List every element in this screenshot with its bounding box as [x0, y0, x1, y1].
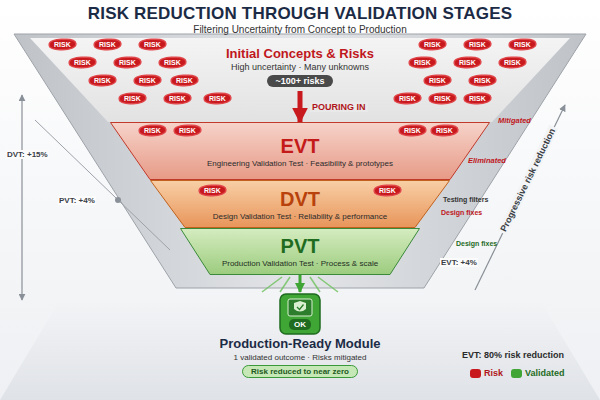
- risk-badge: RISK: [70, 58, 95, 67]
- node-text: Engineering Validation Test · Feasibilit…: [207, 159, 393, 168]
- risk-badge: RISK: [165, 94, 190, 103]
- flow-arrow: [298, 91, 303, 122]
- node-heading: DVT: [280, 188, 320, 210]
- output-module: Production-Ready Module 1 validated outco…: [190, 292, 410, 382]
- stage-band: DVT Design Validation Test · Reliability …: [150, 180, 450, 228]
- risk-badge: RISK: [160, 58, 185, 67]
- risk-badge: RISK: [172, 76, 197, 85]
- risk-badge: RISK: [400, 126, 425, 135]
- status-note: Mitigated: [498, 116, 531, 125]
- risk-badge: RISK: [90, 76, 115, 85]
- risk-badge: RISK: [395, 94, 420, 103]
- subtitle: Filtering Uncertainty from Concept to Pr…: [193, 24, 406, 35]
- risk-badge: RISK: [375, 186, 400, 195]
- intake-zone: Initial Concepts & RisksHigh uncertainty…: [195, 41, 405, 91]
- stage-delta: EVT: +4%: [440, 258, 478, 267]
- risk-badge: RISK: [135, 76, 160, 85]
- risk-badge: RISK: [465, 40, 490, 49]
- process-note: Design fixes: [456, 240, 497, 247]
- node-text: Production Validation Test · Process & s…: [222, 259, 378, 268]
- flow-arrow: [299, 275, 302, 292]
- risk-badge: RISK: [120, 94, 145, 103]
- risk-badge: RISK: [115, 58, 140, 67]
- edge-label: POURING IN: [310, 102, 368, 112]
- risk-badge: RISK: [425, 76, 450, 85]
- left-scale-line: [21, 95, 22, 300]
- floor: [0, 300, 600, 400]
- risk-badge: RISK: [510, 40, 535, 49]
- funnel-mouth: [30, 38, 570, 122]
- risk-badge: RISK: [200, 186, 225, 195]
- node-heading: Production-Ready Module: [219, 336, 380, 351]
- process-note: Design fixes: [441, 209, 482, 216]
- risk-badge: RISK: [50, 40, 75, 49]
- risk-badge: RISK: [465, 94, 490, 103]
- node-text: ~100+ risks: [267, 75, 332, 87]
- module-icon: [280, 294, 320, 334]
- node-text: 1 validated outcome · Risks mitigated: [234, 353, 367, 362]
- funnel-rim: [14, 34, 586, 288]
- legend-swatch: [470, 369, 481, 378]
- diagram-title: RISK REDUCTION THROUGH VALIDATION STAGES: [0, 4, 600, 24]
- node-heading: PVT: [281, 235, 320, 257]
- stage-delta: DVT: +15%: [6, 150, 49, 159]
- risk-badge: RISK: [430, 94, 455, 103]
- stage-delta: PVT: +4%: [58, 196, 96, 205]
- right-scale-line: [475, 105, 565, 290]
- status-note: Eliminated: [468, 156, 506, 165]
- risk-badge: RISK: [140, 126, 165, 135]
- risk-badge: RISK: [95, 40, 120, 49]
- risk-badge: RISK: [420, 40, 445, 49]
- icon-badge: OK: [294, 320, 306, 329]
- summary-note: EVT: 80% risk reduction: [462, 350, 564, 360]
- risk-badge: RISK: [175, 126, 200, 135]
- node-heading: Initial Concepts & Risks: [226, 46, 374, 61]
- node-text: High uncertainty · Many unknowns: [231, 62, 369, 72]
- node-heading: EVT: [281, 135, 320, 157]
- node-text: Risk reduced to near zero: [242, 365, 358, 378]
- axis-label: Progressive risk reduction: [498, 125, 559, 235]
- risk-badge: RISK: [410, 58, 435, 67]
- legend-text: Validated: [525, 368, 565, 378]
- risk-badge: RISK: [455, 58, 480, 67]
- legend-text: Risk: [484, 368, 503, 378]
- process-note: Testing filters: [443, 196, 488, 203]
- risk-badge: RISK: [470, 76, 495, 85]
- legend-swatch: [511, 369, 522, 378]
- risk-badge: RISK: [205, 94, 230, 103]
- risk-badge: RISK: [432, 126, 457, 135]
- node-text: Design Validation Test · Reliability & p…: [213, 212, 387, 221]
- risk-badge: RISK: [140, 40, 165, 49]
- stage-band: PVT Production Validation Test · Process …: [180, 228, 420, 275]
- guide-dot: [115, 197, 121, 203]
- legend: Risk Validated: [470, 368, 565, 378]
- risk-badge: RISK: [500, 58, 525, 67]
